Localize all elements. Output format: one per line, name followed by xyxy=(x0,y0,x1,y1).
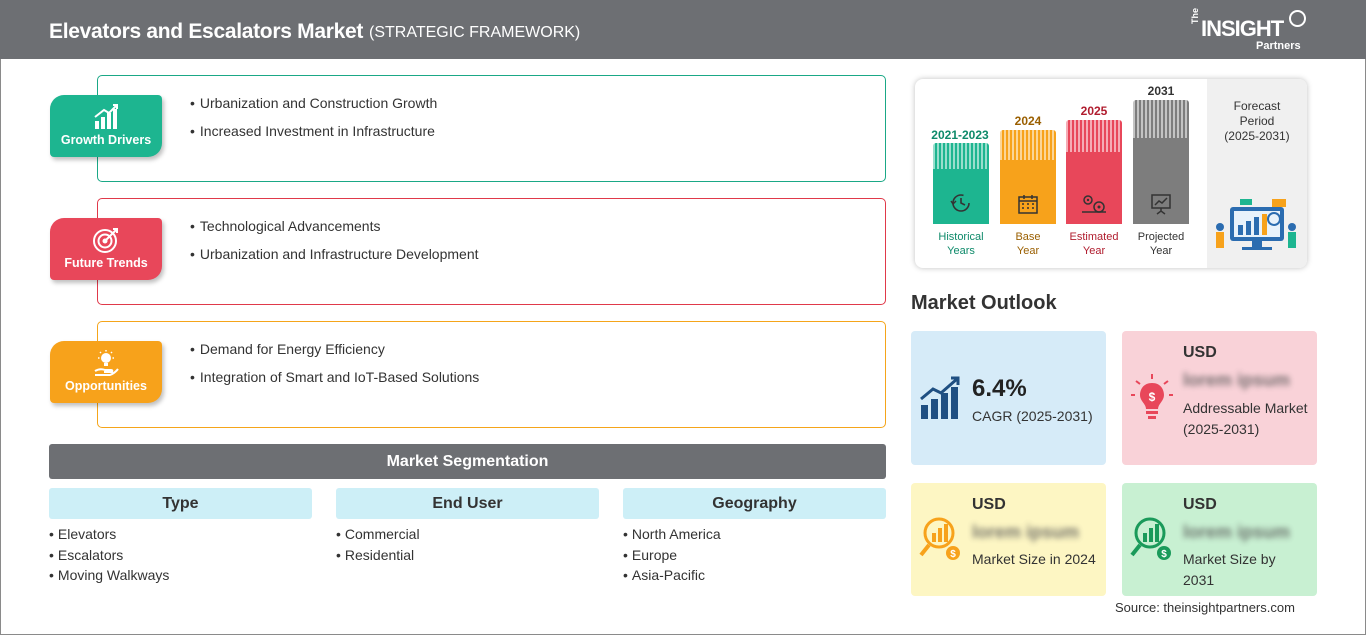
forecast-line2: Period xyxy=(1239,114,1275,128)
header-bar: Elevators and Escalators Market (STRATEG… xyxy=(0,0,1366,59)
bar-label-base: Base Year xyxy=(997,230,1059,258)
svg-text:$: $ xyxy=(1149,390,1156,404)
svg-text:$: $ xyxy=(1161,549,1167,560)
bar-projected xyxy=(1133,100,1189,224)
year-label-historical: 2021-2023 xyxy=(931,128,989,142)
forecast-line3: (2025-2031) xyxy=(1224,129,1290,143)
growth-drivers-badge: Growth Drivers xyxy=(50,95,162,157)
segment-end-user-head: End User xyxy=(336,488,599,519)
growth-drivers-label: Growth Drivers xyxy=(60,133,152,147)
segment-end-user: End User Commercial Residential xyxy=(336,488,599,567)
magnifier-chart-icon: $ xyxy=(1130,517,1171,560)
svg-text:$: $ xyxy=(950,549,956,560)
cagr-box: 6.4% CAGR (2025-2031) xyxy=(911,331,1106,465)
market-segmentation-header: Market Segmentation xyxy=(49,444,886,479)
size-2024-label: Market Size in 2024 xyxy=(972,551,1096,567)
list-item: Asia-Pacific xyxy=(623,567,886,588)
list-item: Increased Investment in Infrastructure xyxy=(190,123,437,151)
opportunities-label: Opportunities xyxy=(65,379,147,393)
list-item: Moving Walkways xyxy=(49,567,312,588)
market-size-2031-box: $ USD lorem ipsum Market Size by 2031 xyxy=(1122,483,1317,596)
bar-stripes xyxy=(1133,100,1189,138)
segment-geography: Geography North America Europe Asia-Paci… xyxy=(623,488,886,588)
segment-geography-head: Geography xyxy=(623,488,886,519)
addressable-label: Addressable Market (2025-2031) xyxy=(1183,400,1308,437)
size-2024-usd: USD xyxy=(972,496,1006,513)
year-label-estimated: 2025 xyxy=(1080,104,1108,118)
market-size-2024-box: $ USD lorem ipsum Market Size in 2024 xyxy=(911,483,1106,596)
year-label-projected: 2031 xyxy=(1147,84,1175,98)
years-text: Years xyxy=(947,245,975,257)
analyst-illustration-icon xyxy=(1216,199,1296,250)
gears-icon xyxy=(1082,195,1106,213)
bar-stripes xyxy=(1066,120,1122,152)
addressable-market-box: $ USD lorem ipsum Addressable Market (20… xyxy=(1122,331,1317,465)
bar-historical xyxy=(933,143,989,224)
growth-drivers-card: Urbanization and Construction Growth Inc… xyxy=(97,75,886,182)
source-citation: Source: theinsightpartners.com xyxy=(1115,600,1295,615)
segment-type-head: Type xyxy=(49,488,312,519)
addressable-usd: USD xyxy=(1183,344,1217,361)
opportunities-badge: Opportunities xyxy=(50,341,162,403)
addressable-value-blurred: lorem ipsum xyxy=(1183,370,1291,390)
estimated-text: Estimated xyxy=(1069,231,1119,243)
future-trends-label: Future Trends xyxy=(64,256,148,270)
opportunities-card: Demand for Energy Efficiency Integration… xyxy=(97,321,886,428)
logo-the-text: The xyxy=(1190,7,1200,24)
target-icon xyxy=(93,228,118,253)
growth-chart-icon xyxy=(94,104,118,129)
year-text: Year xyxy=(1082,245,1106,257)
size-2031-usd: USD xyxy=(1183,496,1217,513)
cagr-label: CAGR (2025-2031) xyxy=(972,408,1093,424)
bar-base xyxy=(1000,130,1056,224)
logo-sub-text: Partners xyxy=(1256,40,1301,52)
future-trends-card: Technological Advancements Urbanization … xyxy=(97,198,886,305)
logo-main-text: INSIGHT xyxy=(1201,16,1284,41)
idea-bulb-icon: $ xyxy=(1131,374,1173,419)
list-item: Integration of Smart and IoT-Based Solut… xyxy=(190,369,479,397)
list-item: Elevators xyxy=(49,526,312,547)
future-trends-badge: Future Trends xyxy=(50,218,162,280)
list-item: Urbanization and Infrastructure Developm… xyxy=(190,246,479,274)
insight-partners-logo[interactable]: The INSIGHT Partners xyxy=(1190,7,1310,54)
list-item: Technological Advancements xyxy=(190,218,479,246)
calendar-icon xyxy=(1018,195,1038,214)
bar-stripes xyxy=(933,143,989,169)
page-title: Elevators and Escalators Market xyxy=(49,20,364,43)
historical-text: Historical xyxy=(938,231,984,243)
magnifier-chart-icon: $ xyxy=(919,517,960,560)
size-2031-value-blurred: lorem ipsum xyxy=(1183,522,1291,542)
timeline-panel: Forecast Period (2025-2031) 2021-2023 Hi… xyxy=(915,79,1307,268)
presentation-icon xyxy=(1151,194,1171,215)
list-item: Europe xyxy=(623,547,886,568)
base-text: Base xyxy=(1015,231,1041,243)
market-outlook-title: Market Outlook xyxy=(911,292,1057,314)
year-label-base: 2024 xyxy=(1014,114,1042,128)
list-item: Urbanization and Construction Growth xyxy=(190,95,437,123)
forecast-period-label: Forecast Period (2025-2031) xyxy=(1207,99,1307,144)
history-icon xyxy=(950,194,970,212)
segment-type: Type Elevators Escalators Moving Walkway… xyxy=(49,488,312,588)
bar-label-estimated: Estimated Year xyxy=(1059,230,1129,258)
list-item: Commercial xyxy=(336,526,599,547)
bar-label-historical: Historical Years xyxy=(925,230,997,258)
list-item: Escalators xyxy=(49,547,312,568)
forecast-line1: Forecast xyxy=(1233,99,1281,113)
year-text: Year xyxy=(1149,245,1173,257)
projected-text: Projected xyxy=(1137,231,1185,243)
list-item: North America xyxy=(623,526,886,547)
list-item: Demand for Energy Efficiency xyxy=(190,341,479,369)
bar-estimated xyxy=(1066,120,1122,224)
bar-label-projected: Projected Year xyxy=(1127,230,1195,258)
logo-ring-icon xyxy=(1289,10,1306,27)
page-subtitle: (STRATEGIC FRAMEWORK) xyxy=(369,24,581,41)
cagr-value: 6.4% xyxy=(972,375,1027,402)
bar-stripes xyxy=(1000,130,1056,160)
size-2031-label: Market Size by 2031 xyxy=(1183,551,1276,588)
year-text: Year xyxy=(1016,245,1040,257)
size-2024-value-blurred: lorem ipsum xyxy=(972,522,1080,542)
growth-chart-icon xyxy=(920,376,960,419)
lightbulb-hand-icon xyxy=(94,350,119,376)
list-item: Residential xyxy=(336,547,599,568)
